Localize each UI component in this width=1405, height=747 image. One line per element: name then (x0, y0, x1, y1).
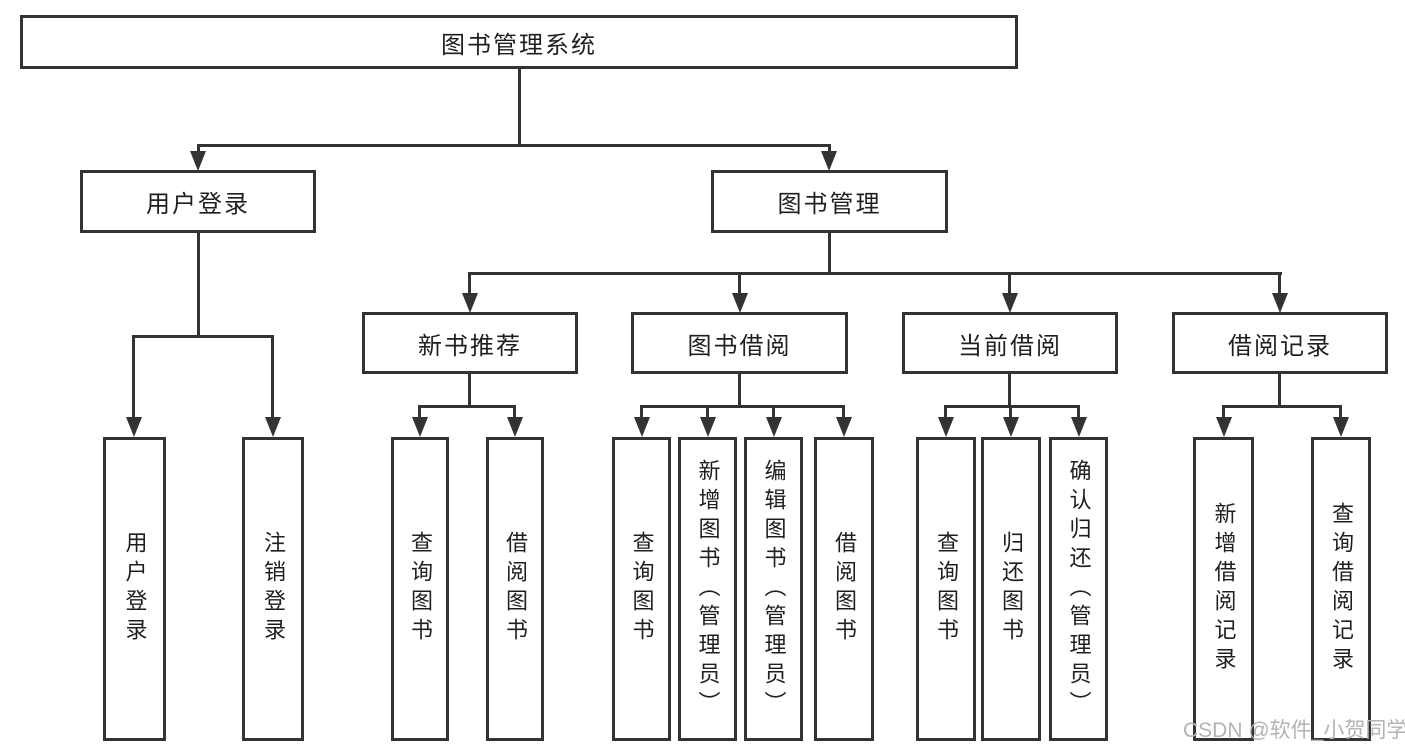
edge-userlogin-stem (197, 233, 200, 335)
arrowhead-down-icon (507, 417, 523, 437)
leaf-cb-confirm-return-admin: 确认归还（管理员） (1049, 437, 1108, 741)
leaf-bb-edit-books-admin: 编辑图书（管理员） (744, 437, 803, 741)
edge-sec3-drop-2 (1009, 405, 1012, 419)
arrowhead-down-icon (190, 151, 206, 171)
arrowhead-down-icon (1333, 417, 1349, 437)
arrowhead-down-icon (700, 417, 716, 437)
edge-bookmgmt-drop-2 (738, 272, 741, 295)
edge-bookmgmt-stem (828, 233, 831, 272)
leaf-br-query-record: 查询借阅记录 (1311, 437, 1371, 741)
edge-sec2-drop-4 (842, 405, 845, 419)
arrowhead-down-icon (462, 293, 478, 313)
edge-sec3-drop-3 (1077, 405, 1080, 419)
arrowhead-down-icon (1216, 417, 1232, 437)
leaf-nbr-query-books-label: 查询图书 (408, 531, 433, 647)
edge-root-rail (197, 144, 831, 147)
node-root: 图书管理系统 (20, 15, 1018, 69)
node-borrow-records-label: 借阅记录 (1228, 332, 1332, 360)
arrowhead-down-icon (634, 417, 650, 437)
arrowhead-down-icon (836, 417, 852, 437)
edge-bookmgmt-drop-3 (1008, 272, 1011, 295)
leaf-bb-borrow-books-label: 借阅图书 (832, 531, 857, 647)
leaf-user-login: 用户登录 (103, 437, 166, 741)
edge-sec4-stem (1278, 374, 1281, 405)
edge-root-drop-right (828, 144, 831, 154)
leaf-cb-query-books: 查询图书 (916, 437, 976, 741)
node-book-management: 图书管理 (711, 170, 948, 233)
leaf-cb-return-books-label: 归还图书 (999, 531, 1024, 647)
edge-sec3-stem (1008, 374, 1011, 405)
node-new-book-recommend: 新书推荐 (362, 312, 578, 374)
leaf-nbr-borrow-books-label: 借阅图书 (503, 531, 528, 647)
edge-bookmgmt-rail (468, 272, 1282, 275)
leaf-logout: 注销登录 (242, 437, 304, 741)
arrowhead-down-icon (1071, 417, 1087, 437)
arrowhead-down-icon (1002, 293, 1018, 313)
leaf-br-add-record: 新增借阅记录 (1193, 437, 1254, 741)
edge-sec4-drop-2 (1339, 405, 1342, 419)
edge-sec2-stem (738, 374, 741, 405)
node-user-login: 用户登录 (80, 170, 316, 233)
node-current-borrow: 当前借阅 (902, 312, 1118, 374)
leaf-bb-edit-books-admin-label: 编辑图书（管理员） (761, 458, 787, 720)
arrowhead-down-icon (732, 293, 748, 313)
leaf-br-add-record-label: 新增借阅记录 (1211, 502, 1237, 676)
edge-userlogin-drop-1 (132, 335, 135, 419)
leaf-cb-confirm-return-admin-label: 确认归还（管理员） (1066, 458, 1092, 720)
leaf-nbr-borrow-books: 借阅图书 (486, 437, 544, 741)
edge-sec1-rail (418, 405, 516, 408)
edge-bookmgmt-drop-1 (468, 272, 471, 295)
edge-sec3-rail (944, 405, 1080, 408)
edge-root-drop-left (197, 144, 200, 154)
leaf-user-login-label: 用户登录 (122, 531, 148, 647)
edge-sec1-drop-2 (513, 405, 516, 419)
leaf-bb-query-books: 查询图书 (612, 437, 671, 741)
edge-userlogin-rail (132, 335, 274, 338)
edge-sec2-drop-2 (706, 405, 709, 419)
edge-bookmgmt-drop-4 (1278, 272, 1281, 295)
node-borrow-records: 借阅记录 (1172, 312, 1388, 374)
leaf-br-query-record-label: 查询借阅记录 (1329, 502, 1354, 676)
edge-sec1-drop-1 (418, 405, 421, 419)
edge-sec2-drop-3 (772, 405, 775, 419)
arrowhead-down-icon (1003, 417, 1019, 437)
leaf-cb-return-books: 归还图书 (981, 437, 1041, 741)
edge-sec3-drop-1 (944, 405, 947, 419)
edge-sec4-rail (1222, 405, 1342, 408)
node-new-book-recommend-label: 新书推荐 (418, 332, 522, 360)
arrowhead-down-icon (938, 417, 954, 437)
edge-sec4-drop-1 (1222, 405, 1225, 419)
node-current-borrow-label: 当前借阅 (958, 332, 1062, 360)
leaf-bb-borrow-books: 借阅图书 (814, 437, 874, 741)
arrowhead-down-icon (126, 417, 142, 437)
node-book-borrow-label: 图书借阅 (687, 332, 792, 360)
edge-sec2-drop-1 (640, 405, 643, 419)
edge-userlogin-drop-2 (271, 335, 274, 419)
leaf-logout-label: 注销登录 (261, 531, 286, 647)
arrowhead-down-icon (821, 151, 837, 171)
leaf-bb-add-books-admin-label: 新增图书（管理员） (695, 458, 721, 720)
node-book-borrow: 图书借阅 (631, 312, 848, 374)
arrowhead-down-icon (412, 417, 428, 437)
edge-sec2-rail (640, 405, 845, 408)
node-user-login-label: 用户登录 (146, 191, 250, 218)
edge-root-stem (518, 69, 521, 144)
leaf-cb-query-books-label: 查询图书 (934, 531, 959, 647)
csdn-watermark: CSDN @软件_小贺同学 (1183, 719, 1405, 742)
leaf-bb-add-books-admin: 新增图书（管理员） (678, 437, 737, 741)
arrowhead-down-icon (766, 417, 782, 437)
node-book-management-label: 图书管理 (777, 191, 882, 218)
leaf-nbr-query-books: 查询图书 (391, 437, 449, 741)
edge-sec1-stem (468, 374, 471, 405)
arrowhead-down-icon (1272, 293, 1288, 313)
arrowhead-down-icon (265, 417, 281, 437)
node-root-label: 图书管理系统 (441, 31, 597, 59)
leaf-bb-query-books-label: 查询图书 (629, 531, 655, 647)
